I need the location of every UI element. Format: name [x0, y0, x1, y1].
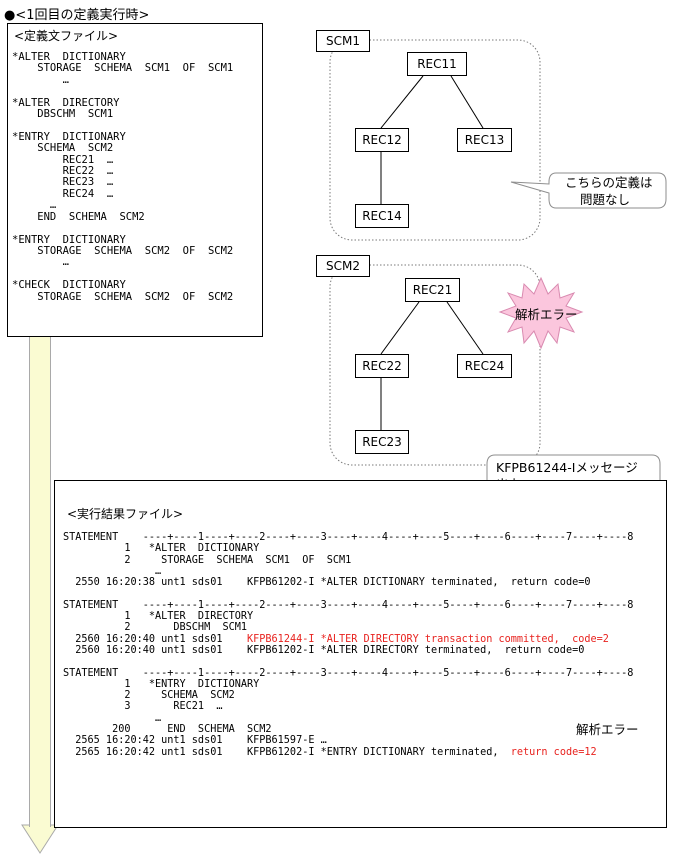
result-block-3: 1 *ENTRY DICTIONARY 2 SCHEMA SCM2 3 REC2… — [75, 678, 327, 747]
error-burst-top — [498, 276, 584, 350]
result-return-code-12: return code=12 — [510, 746, 597, 758]
scm1-label: SCM1 — [316, 30, 370, 52]
node-rec23: REC23 — [355, 430, 409, 454]
result-msg-terminated: 2560 16:20:40 unt1 sds01 KFPB61202-I *AL… — [63, 644, 585, 656]
definition-file-panel: <定義文ファイル> *ALTER DICTIONARY STORAGE SCHE… — [7, 23, 263, 337]
flow-arrow-body — [29, 337, 51, 827]
callout-ok-line1: こちらの定義は — [565, 175, 653, 190]
error-burst-label-top: 解析エラー — [515, 307, 578, 322]
callout-ok-shape — [510, 172, 667, 209]
result-file-panel: <実行結果ファイル> STATEMENT ----+----1----+----… — [54, 480, 667, 828]
error-burst-label-bottom: 解析エラー — [576, 722, 639, 737]
node-rec11: REC11 — [407, 52, 467, 76]
scm2-group-frame — [329, 264, 541, 466]
result-ruler-1: STATEMENT ----+----1----+----2----+----3… — [63, 532, 634, 543]
flow-arrow-head — [21, 824, 59, 854]
scm2-label: SCM2 — [316, 255, 370, 277]
node-rec12: REC12 — [355, 128, 409, 152]
edge-rec11-rec13 — [450, 75, 484, 129]
result-code: STATEMENT ----+----1----+----2----+----3… — [63, 532, 633, 758]
scm1-group-frame — [329, 39, 541, 241]
result-block-1: 1 *ALTER DICTIONARY 2 STORAGE SCHEMA SCM… — [75, 543, 591, 589]
edge-rec21-rec22 — [380, 301, 420, 355]
callout-message-line1: KFPB61244-Iメッセージ — [496, 460, 638, 475]
node-rec13: REC13 — [457, 128, 512, 152]
result-ruler-3: STATEMENT ----+----1----+----2----+----3… — [63, 667, 634, 679]
result-file-header: <実行結果ファイル> — [67, 507, 184, 521]
result-ruler-2: STATEMENT ----+----1----+----2----+----3… — [63, 599, 634, 611]
edge-rec21-rec24 — [446, 301, 484, 355]
callout-ok-line2: 問題なし — [580, 192, 631, 207]
node-rec14: REC14 — [355, 204, 409, 228]
edge-rec11-rec12 — [380, 75, 424, 129]
result-block-2: 1 *ALTER DIRECTORY 2 DBSCHM SCM1 — [124, 611, 254, 634]
result-msg-committed: KFPB61244-I *ALTER DIRECTORY transaction… — [247, 633, 609, 645]
page-title: ●<1回目の定義実行時> — [4, 8, 150, 23]
result-msg-prefix: 2560 16:20:40 unt1 sds01 — [63, 633, 248, 645]
node-rec21: REC21 — [405, 278, 460, 302]
node-rec24: REC24 — [457, 354, 512, 378]
result-last-prefix: 2565 16:20:42 unt1 sds01 KFPB61202-I *EN… — [63, 746, 511, 758]
definition-code: *ALTER DICTIONARY STORAGE SCHEMA SCM1 OF… — [12, 51, 234, 303]
definition-file-header: <定義文ファイル> — [14, 29, 119, 43]
node-rec22: REC22 — [355, 354, 409, 378]
